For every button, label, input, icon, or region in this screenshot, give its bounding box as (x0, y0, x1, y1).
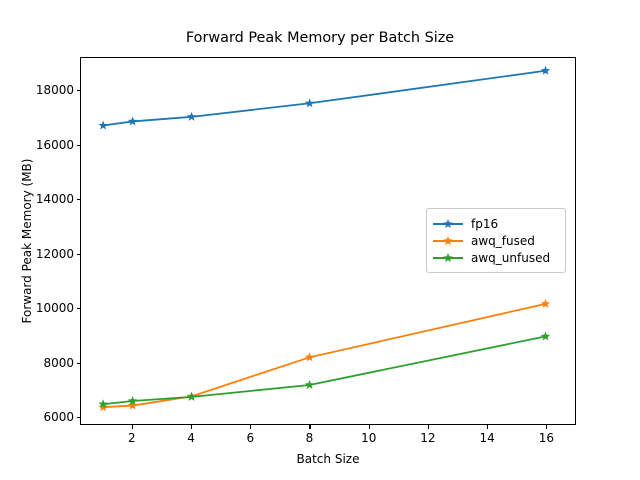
series-line-awq_fused (103, 303, 546, 409)
legend-item-awq_fused[interactable]: awq_fused (433, 232, 557, 249)
x-tick-label: 2 (127, 431, 136, 445)
data-point-marker-fp16 (540, 65, 551, 75)
x-tick-label: 4 (187, 431, 195, 445)
x-tick-label: 16 (538, 431, 555, 445)
legend-swatch-icon (433, 252, 463, 264)
x-tick-label: 12 (420, 431, 436, 445)
data-point-marker-awq_unfused (540, 331, 551, 341)
legend-label: awq_unfused (471, 250, 551, 265)
data-point-marker-awq_fused (540, 298, 551, 308)
data-point-marker-awq_unfused (304, 379, 315, 389)
data-point-marker-awq_unfused (98, 399, 108, 409)
x-axis-label: Batch Size (296, 452, 360, 466)
series-line-fp16 (102, 69, 546, 127)
x-tick-mark (546, 425, 548, 429)
x-tick-label: 8 (305, 431, 314, 445)
x-tick-mark (368, 425, 370, 429)
data-point-marker-awq_unfused (127, 395, 138, 405)
series-line-awq_unfused (103, 335, 546, 406)
y-axis-label: Forward Peak Memory (MB) (20, 158, 34, 324)
y-tick-label: 14000 (35, 192, 74, 207)
data-point-marker-awq_fused (304, 352, 315, 362)
x-tick-mark (131, 425, 133, 429)
legend-swatch-icon (433, 218, 463, 230)
x-tick-label: 10 (361, 431, 377, 445)
y-tick-mark (76, 90, 80, 92)
legend-label: fp16 (471, 216, 499, 231)
x-tick-label: 6 (246, 431, 255, 445)
data-point-marker-fp16 (186, 111, 197, 121)
x-tick-mark (487, 425, 489, 429)
chart-legend: fp16 awq_fused awq_unfused (426, 208, 566, 273)
x-tick-mark (309, 425, 311, 429)
x-tick-label: 14 (479, 431, 495, 445)
data-point-marker-awq_fused (98, 402, 108, 412)
y-tick-mark (76, 253, 80, 255)
y-tick-label: 6000 (43, 410, 74, 425)
y-tick-mark (76, 417, 80, 419)
y-tick-mark (76, 144, 80, 146)
legend-item-awq_unfused[interactable]: awq_unfused (433, 249, 557, 266)
data-point-marker-fp16 (304, 98, 315, 108)
data-point-marker-fp16 (98, 120, 108, 130)
y-tick-label: 12000 (35, 246, 74, 261)
x-tick-mark (250, 425, 252, 429)
data-point-marker-awq_fused (127, 400, 138, 410)
series-lines (98, 65, 551, 412)
y-tick-mark (76, 362, 80, 364)
y-tick-label: 16000 (35, 137, 74, 152)
y-tick-mark (76, 308, 80, 310)
y-tick-mark (76, 199, 80, 201)
legend-swatch-icon (433, 235, 463, 247)
legend-item-fp16[interactable]: fp16 (433, 215, 557, 232)
plot-area (80, 57, 576, 425)
legend-label: awq_fused (471, 233, 535, 248)
data-point-marker-awq_unfused (186, 391, 197, 401)
x-tick-mark (427, 425, 430, 429)
x-tick-mark (191, 425, 193, 429)
data-point-marker-fp16 (127, 116, 138, 126)
y-tick-label: 10000 (35, 301, 74, 316)
y-tick-label: 18000 (35, 83, 74, 98)
y-tick-label: 8000 (43, 355, 74, 370)
chart-title: Forward Peak Memory per Batch Size (185, 30, 455, 46)
